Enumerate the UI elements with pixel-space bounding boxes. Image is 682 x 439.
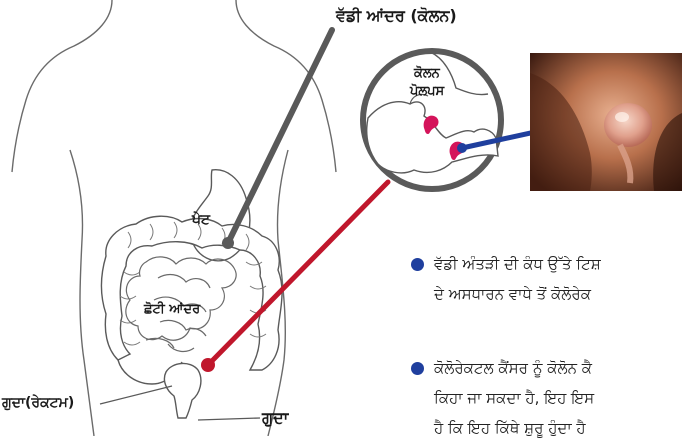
small-intestine-label: ਛੋਟੀ ਆਂਦਰ: [144, 302, 200, 317]
stomach-marker: [222, 237, 234, 249]
colon-label: ਵੱਡੀ ਆਂਦਰ (ਕੋਲਨ): [336, 6, 457, 26]
bullet-dot-1: [411, 258, 424, 271]
stomach-label: ਪੇਟ: [192, 212, 210, 228]
rectum-label: ਗੁਦਾ(ਰੇਕਟਮ): [2, 395, 74, 411]
bullet-2-line2: ਕਿਹਾ ਜਾ ਸਕਦਾ ਹੈ, ਇਹ ਇਸ: [434, 388, 594, 409]
polyps-label-line1: ਕੋਲਨ: [414, 66, 440, 81]
rectum: [164, 363, 200, 418]
colon-leader-line: [228, 30, 332, 243]
bullet-1-line1: ਵੱਡੀ ਅੰਤੜੀ ਦੀ ਕੰਧ ਉੱਤੇ ਟਿਸ਼: [434, 254, 601, 275]
polyp-location-dot: [201, 358, 215, 372]
large-intestine: [102, 216, 283, 384]
polyps-label-line2: ਪੋਲਪਸ: [410, 84, 444, 99]
bullet-dot-2: [411, 362, 424, 375]
bullet-2-line1: ਕੋਲੋਰੇਕਟਲ ਕੈਂਸਰ ਨੂੰ ਕੋਲੋਨ ਕੈ: [434, 358, 592, 379]
bullet-1-line2: ਦੇ ਅਸਧਾਰਨ ਵਾਧੇ ਤੋਂ ਕੋਲੋਰੇਕ: [434, 284, 591, 305]
anus-label: ਗੁਦਾ: [262, 408, 288, 428]
rectum-leader: [100, 386, 172, 404]
endoscopy-photo: [530, 53, 682, 191]
anus-leader: [198, 418, 260, 420]
